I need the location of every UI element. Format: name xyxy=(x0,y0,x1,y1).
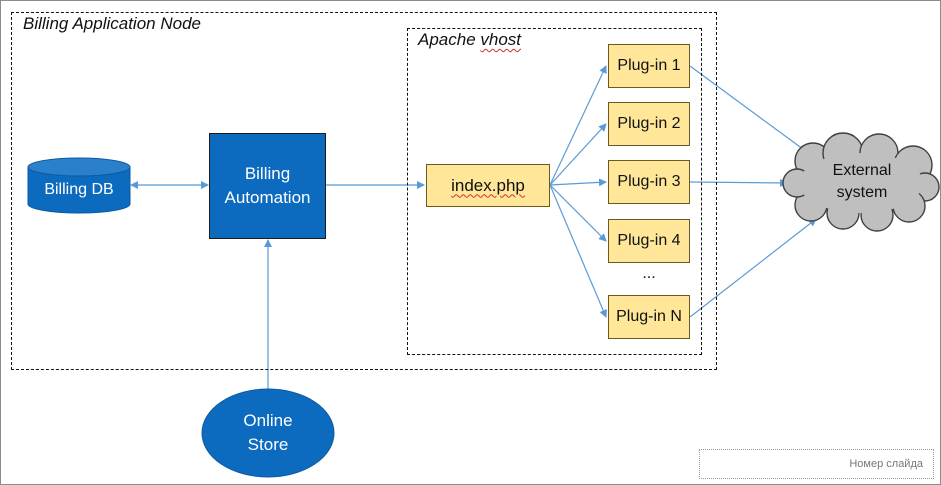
plugin-4-label: Plug-in 4 xyxy=(617,232,681,249)
billing-application-node-frame xyxy=(11,12,717,370)
online-store-label-line2: Store xyxy=(247,435,289,454)
apache-vhost-title: Apache vhost xyxy=(418,30,522,49)
plugin-n-box: Plug-in N xyxy=(608,295,690,339)
slide-number-label: Номер слайда xyxy=(849,458,923,470)
external-system: External system xyxy=(797,151,927,213)
plugin1-external-connector xyxy=(689,65,812,156)
billing-db-label: Billing DB xyxy=(44,181,114,198)
external-system-label-line1: External xyxy=(832,162,892,179)
billing-automation-label-line2: Automation xyxy=(224,188,311,207)
index-pluginN-connector xyxy=(549,184,607,318)
index-plugin3-connector xyxy=(549,178,607,187)
online-store-label-line1: Online xyxy=(243,411,293,430)
index-plugin2-connector xyxy=(549,123,607,186)
plugin-3-label: Plug-in 3 xyxy=(617,173,681,190)
index-php-box: index.php xyxy=(426,164,550,207)
plugin-2-label: Plug-in 2 xyxy=(617,115,681,132)
plugin-4-box: Plug-in 4 xyxy=(608,219,690,263)
slide-number-placeholder[interactable]: Номер слайда xyxy=(699,449,934,479)
plugins-ellipsis-label: ... xyxy=(642,265,656,282)
index-php-label: index.php xyxy=(451,175,525,195)
billing-db-cylinder-shape xyxy=(27,157,131,214)
plugin-n-label: Plug-in N xyxy=(616,308,682,325)
plugin-1-label: Plug-in 1 xyxy=(617,57,681,74)
index-plugin4-connector xyxy=(549,184,607,242)
apache-vhost-frame xyxy=(407,28,702,355)
billing-automation-box: Billing Automation xyxy=(209,133,326,239)
plugin-1-box: Plug-in 1 xyxy=(608,44,690,88)
billing-automation-label-line1: Billing xyxy=(244,164,291,183)
billing-application-node-title: Billing Application Node xyxy=(23,14,201,33)
external-system-cloud-shape xyxy=(782,132,940,232)
external-system-label-line2: system xyxy=(836,184,888,201)
plugin-3-box: Plug-in 3 xyxy=(608,160,690,204)
online-store: Online Store xyxy=(202,389,334,477)
online-store-ellipse-shape xyxy=(201,388,335,478)
index-plugin1-connector xyxy=(549,65,607,186)
pluginN-external-connector xyxy=(689,218,817,318)
plugin-2-box: Plug-in 2 xyxy=(608,102,690,146)
plugin3-external-connector xyxy=(689,178,788,187)
billing-db: Billing DB xyxy=(28,167,130,213)
plugins-ellipsis: ... xyxy=(608,265,690,283)
